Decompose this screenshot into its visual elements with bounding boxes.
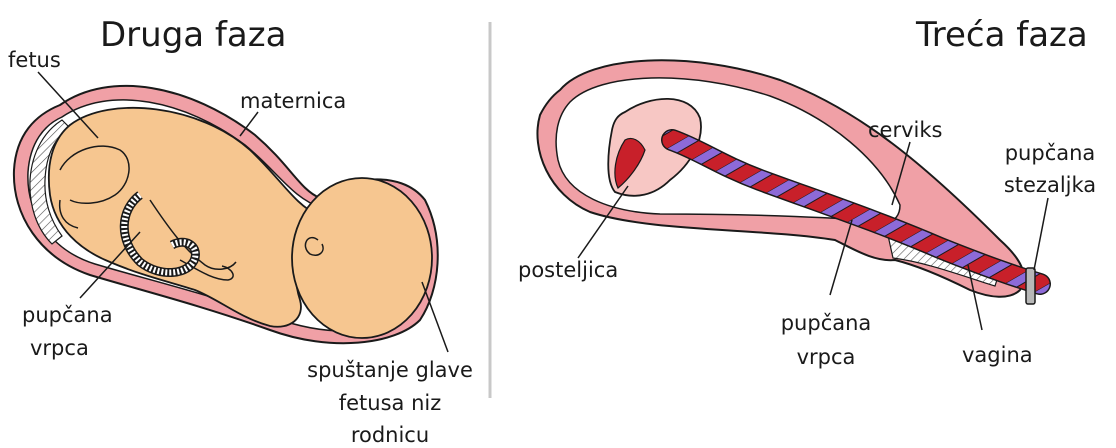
- label-vagina: vagina: [962, 343, 1033, 367]
- label-cord-left-2: vrpca: [30, 336, 89, 360]
- label-cord-right-1: pupčana: [781, 311, 872, 335]
- label-clamp-1: pupčana: [1005, 141, 1096, 165]
- cord-clamp: [1026, 268, 1035, 304]
- label-placenta: posteljica: [518, 258, 618, 282]
- label-fetus: fetus: [8, 48, 61, 72]
- fetus-head: [292, 178, 432, 338]
- label-cord-right-2: vrpca: [797, 345, 856, 369]
- label-descent-1: spuštanje glave: [307, 358, 473, 382]
- label-uterus: maternica: [240, 89, 346, 113]
- label-descent-2: fetusa niz: [339, 391, 442, 415]
- right-title: Treća faza: [915, 15, 1088, 55]
- label-cord-left-1: pupčana: [22, 303, 113, 327]
- label-descent-3: rodnicu: [351, 423, 429, 447]
- left-title: Druga faza: [100, 15, 286, 55]
- label-clamp-2: stezaljka: [1004, 173, 1096, 197]
- label-cervix: cerviks: [868, 118, 942, 142]
